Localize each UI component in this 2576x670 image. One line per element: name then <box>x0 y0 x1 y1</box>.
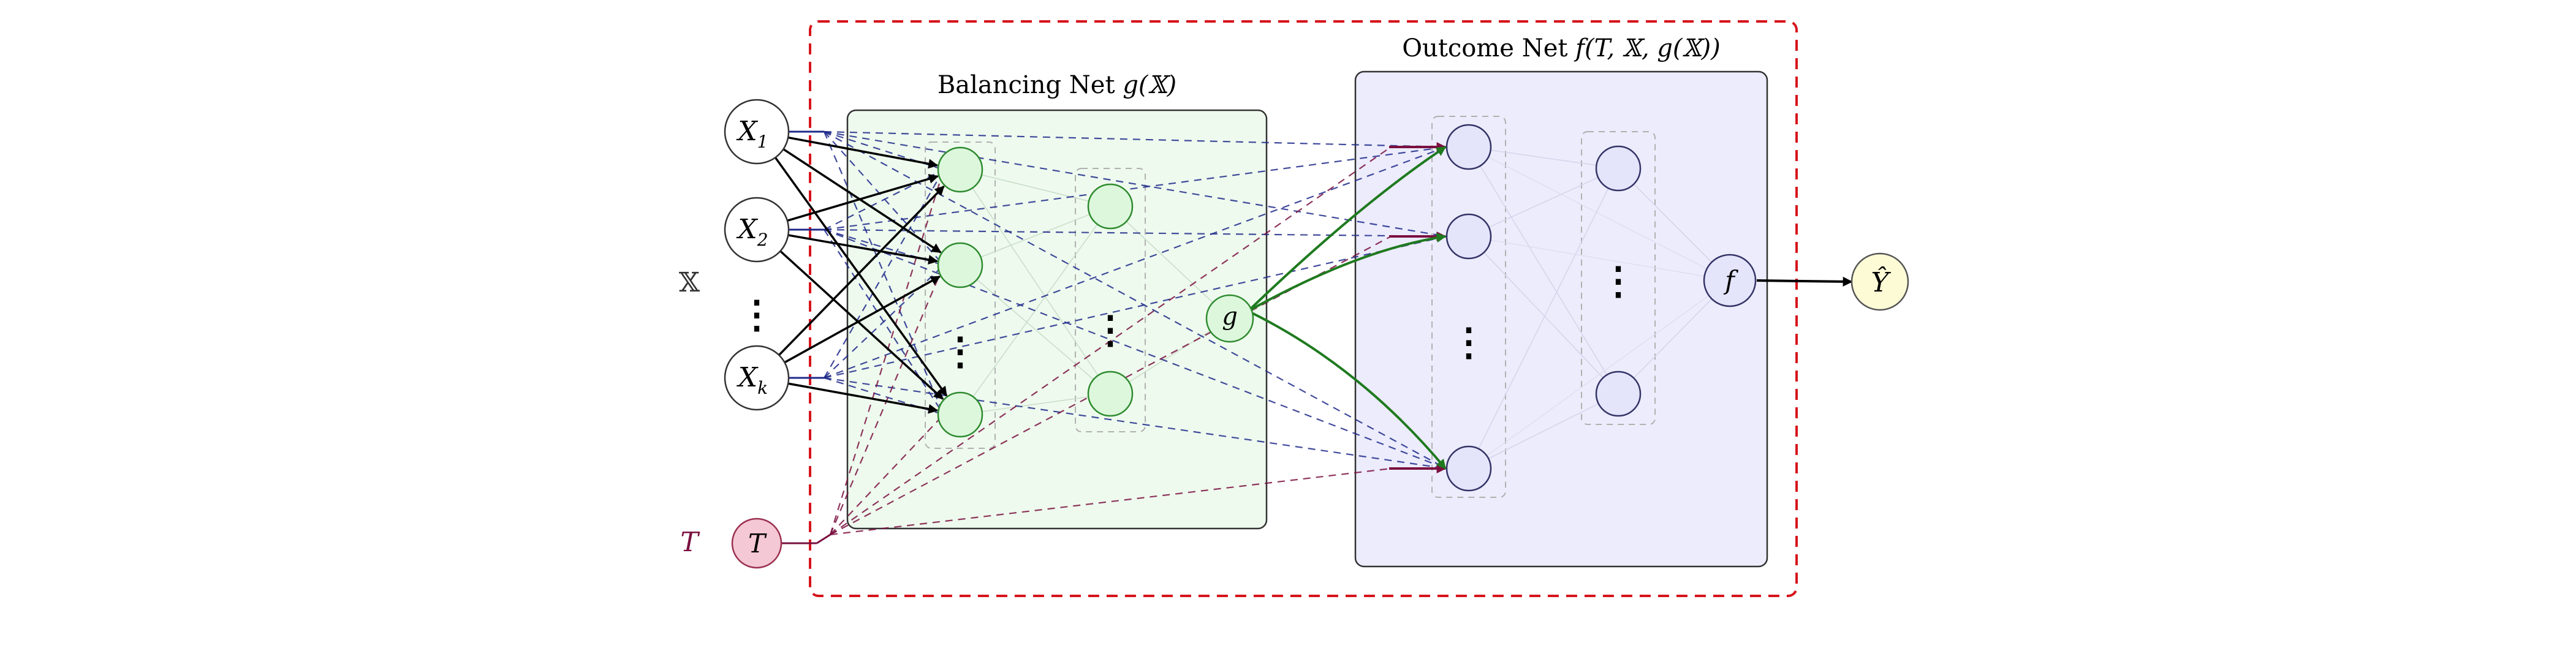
input-arrow <box>787 234 939 265</box>
hidden-connection <box>1468 236 1619 394</box>
covariate-skip-line <box>824 131 944 266</box>
covariate-skip-line <box>824 265 944 378</box>
input-node-label: X1 <box>736 116 768 152</box>
hidden-layer-connections <box>960 146 1730 469</box>
model-boundary <box>809 20 1798 597</box>
input-connections <box>774 136 1853 470</box>
input-arrow <box>787 136 939 169</box>
input-arrow <box>782 148 942 254</box>
hidden-connection <box>1468 168 1619 237</box>
input-arrow <box>779 250 944 400</box>
hidden-connection <box>1468 168 1619 469</box>
treatment-node <box>731 518 782 569</box>
hidden-connection <box>960 169 1111 394</box>
balancing-hidden-node <box>937 146 983 193</box>
hidden-connection <box>1468 393 1619 469</box>
balancing-hidden-node <box>937 242 983 288</box>
treatment-skip-line <box>829 265 945 535</box>
covariate-skip-line <box>824 228 1447 470</box>
hidden-connection <box>960 169 1111 207</box>
covariate-skip-line <box>824 235 1447 379</box>
treatment-node-label: T <box>748 529 767 559</box>
input-node-label: X2 <box>736 214 768 250</box>
outcome-hidden-node <box>1595 371 1642 417</box>
g-output-arrow <box>1248 310 1447 470</box>
treatment-label: T <box>680 527 700 558</box>
balancing-hidden-node <box>937 391 983 438</box>
covariate-skip-line <box>824 169 944 230</box>
covariate-skip-line <box>824 228 1447 238</box>
treatment-skip-line <box>830 414 944 535</box>
input-node <box>724 345 790 411</box>
network-nodes <box>724 99 1909 569</box>
input-node <box>724 99 790 165</box>
prediction-node <box>1851 252 1909 311</box>
hidden-connection <box>1110 206 1230 319</box>
hidden-connection <box>1618 280 1730 394</box>
treatment-stub <box>816 533 831 544</box>
g-node-label: g <box>1222 303 1238 331</box>
input-set-label: 𝕏 <box>679 267 700 298</box>
treatment-skip-line <box>830 146 1392 535</box>
hidden-connection <box>1468 146 1619 169</box>
covariate-skip-line <box>824 377 1447 470</box>
covariate-skip-line <box>824 131 1447 469</box>
g-output-arrow <box>1247 146 1447 312</box>
outcome-net-title: Outcome Net f(T, 𝕏, g(𝕏)) <box>1402 34 1720 62</box>
outcome-layer1-ellipsis: ⋮ <box>1450 320 1488 364</box>
input-node <box>724 197 790 263</box>
outcome-hidden-node <box>1445 213 1492 260</box>
g-output-arrow <box>1248 233 1447 312</box>
balancing-layer2-ellipsis: ⋮ <box>1091 307 1129 352</box>
outcome-net-panel <box>1354 70 1768 568</box>
balancing-hidden-node <box>1087 183 1134 230</box>
layer-group-box <box>1431 116 1506 498</box>
hidden-connection <box>1468 146 1619 394</box>
balancing-net-title: Balancing Net g(𝕏) <box>938 71 1176 99</box>
outcome-layer2-ellipsis: ⋮ <box>1599 258 1637 303</box>
covariate-skip-line <box>824 146 1447 231</box>
hidden-connection <box>960 265 1111 394</box>
covariate-skip-line <box>824 130 1447 238</box>
covariate-skip-line <box>824 130 1447 148</box>
f-output-node <box>1703 254 1757 307</box>
g-output-node <box>1205 294 1254 343</box>
outcome-hidden-node <box>1595 145 1642 192</box>
input-arrow <box>787 174 939 222</box>
output-arrow <box>1756 276 1853 287</box>
input-node-label: Xk <box>737 362 768 398</box>
hidden-connection <box>960 206 1111 266</box>
prediction-node-label: Ŷ <box>1871 266 1891 298</box>
input-ellipsis: ⋮ <box>738 292 776 337</box>
layer-group-box <box>1581 131 1656 425</box>
input-arrow <box>778 185 945 356</box>
outcome-hidden-node <box>1445 124 1492 170</box>
hidden-connection <box>1468 280 1730 469</box>
outcome-hidden-node <box>1445 445 1492 492</box>
input-arrow <box>787 382 939 414</box>
input-arrow <box>784 275 941 364</box>
input-arrow <box>774 157 948 397</box>
treatment-skip-line <box>830 467 1392 536</box>
balancing-hidden-node <box>1087 371 1134 417</box>
balancing-layer1-ellipsis: ⋮ <box>941 329 979 374</box>
hidden-connection <box>960 393 1111 415</box>
covariate-skip-line <box>824 169 944 378</box>
hidden-connection <box>1468 146 1730 281</box>
hidden-connection <box>1468 236 1730 281</box>
layer-group-box <box>1075 168 1146 432</box>
